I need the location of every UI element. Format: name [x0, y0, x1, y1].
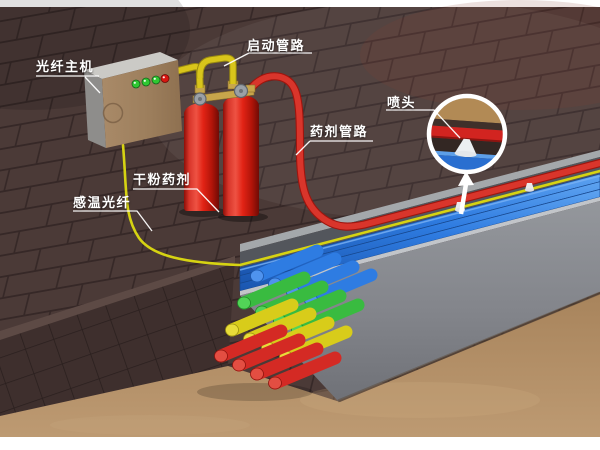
indicator-light-2 [141, 77, 151, 87]
label-sensing-fiber: 感温光纤 [73, 196, 132, 211]
dry-powder-leader [133, 188, 220, 213]
detail-inset-ring [426, 93, 508, 175]
agent-pipe [245, 72, 600, 231]
indicator-light-3 [151, 75, 161, 85]
cylinder-right [223, 91, 259, 216]
sensing-fiber-leader [73, 210, 153, 232]
label-start-pipeline: 启动管路 [247, 39, 306, 54]
control-box-front [102, 60, 182, 148]
label-fiber-host: 光纤主机 [36, 60, 95, 75]
detail-inset [426, 93, 508, 175]
inset-nozzle-cone [454, 138, 477, 155]
fiber-host-leader [36, 75, 101, 94]
cylinder-left [184, 99, 219, 211]
nozzle-leader [386, 109, 461, 139]
label-dry-powder-agent: 干粉药剂 [133, 173, 192, 188]
start-pipeline-leader [223, 52, 312, 67]
cable-bundle [197, 244, 378, 401]
valve-wheel [193, 92, 207, 106]
platform-step-face [0, 256, 235, 416]
indicator-lights [131, 74, 170, 89]
cable-tray-wall [240, 201, 600, 401]
control-box-top [84, 52, 178, 79]
box-emboss [102, 102, 124, 124]
label-agent-pipeline: 药剂管路 [310, 125, 369, 140]
sensing-fiber-line [121, 143, 600, 267]
control-box-side [84, 70, 106, 148]
indicator-light-1 [131, 79, 141, 89]
label-nozzle: 喷头 [387, 96, 417, 111]
detail-arrow [458, 171, 474, 215]
indicator-light-4 [160, 74, 170, 83]
agent-pipeline-leader [295, 140, 373, 156]
label-leaders [36, 52, 461, 232]
pipe-nozzle [525, 183, 534, 192]
control-box [84, 52, 182, 148]
valve-wheel [233, 83, 249, 99]
